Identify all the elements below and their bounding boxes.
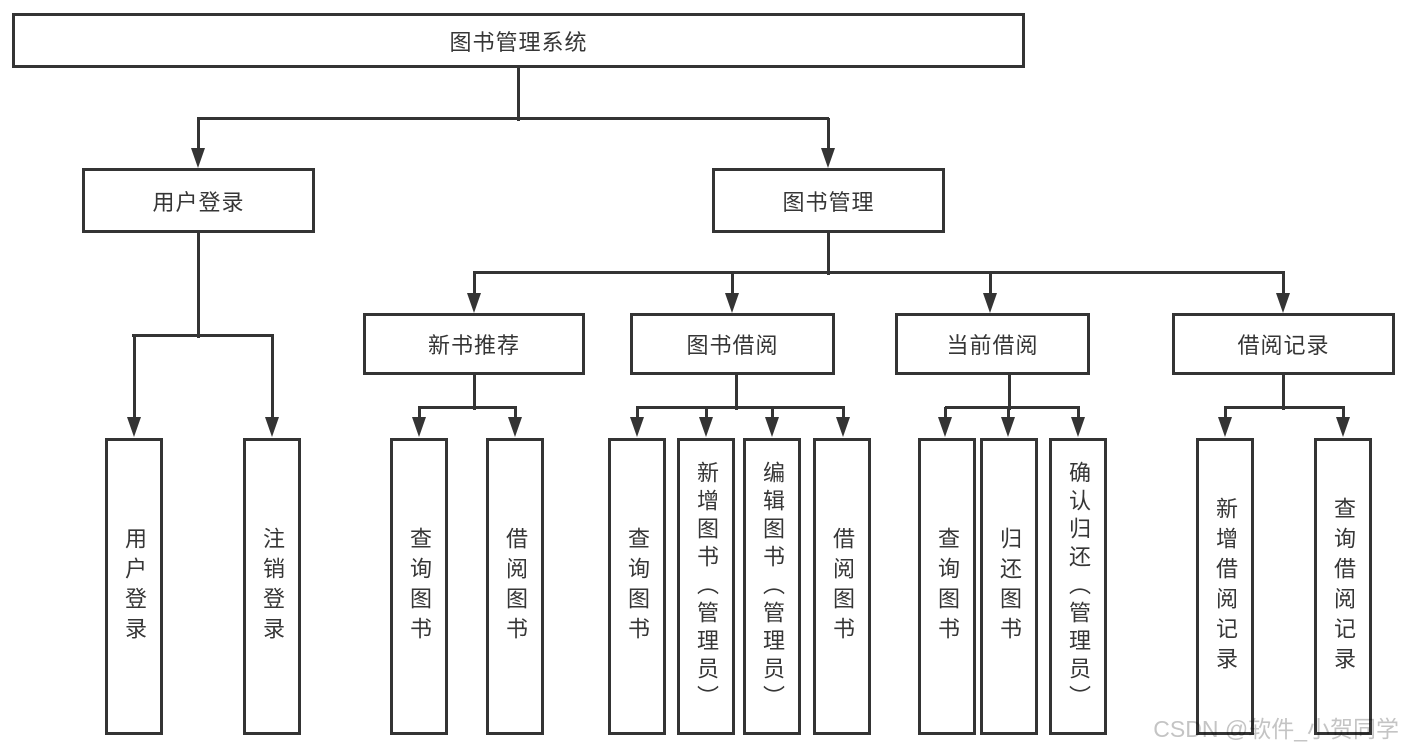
- node-label: 图书管理系统: [449, 29, 588, 55]
- arrow-down-icon: [1336, 417, 1350, 437]
- connector-hline: [636, 405, 845, 409]
- leaf-query-books-borrowing: 查询图书: [608, 438, 666, 735]
- connector-vline: [826, 118, 830, 150]
- node-book-borrowing: 图书借阅: [630, 313, 835, 375]
- connector-vline: [770, 407, 774, 419]
- node-user-login: 用户登录: [82, 168, 315, 233]
- node-label: 新增图书（管理员）: [694, 460, 719, 713]
- connector-vline: [472, 272, 476, 295]
- node-label: 借阅图书: [503, 526, 528, 647]
- connector-vline: [841, 407, 845, 419]
- connector-vline: [132, 335, 136, 419]
- arrow-down-icon: [1071, 417, 1085, 437]
- arrow-down-icon: [191, 148, 205, 168]
- watermark: CSDN @软件_小贺同学: [1153, 716, 1399, 742]
- connector-vline: [943, 407, 947, 419]
- arrow-down-icon: [983, 293, 997, 313]
- arrow-down-icon: [412, 417, 426, 437]
- connector-vline: [513, 407, 517, 419]
- node-label: 新增借阅记录: [1213, 496, 1238, 677]
- arrow-down-icon: [1276, 293, 1290, 313]
- node-label: 查询图书: [935, 526, 960, 647]
- connector-vline: [270, 335, 274, 419]
- node-label: 归还图书: [997, 526, 1022, 647]
- connector-vline: [516, 68, 520, 121]
- node-label: 查询图书: [407, 526, 432, 647]
- connector-vline: [1076, 407, 1080, 419]
- node-current-borrowing: 当前借阅: [895, 313, 1090, 375]
- node-label: 借阅图书: [830, 526, 855, 647]
- connector-vline: [988, 272, 992, 295]
- node-label: 注销登录: [260, 526, 285, 647]
- leaf-user-login: 用户登录: [105, 438, 163, 735]
- connector-vline: [417, 407, 421, 419]
- arrow-down-icon: [265, 417, 279, 437]
- connector-vline: [635, 407, 639, 419]
- connector-vline: [196, 118, 200, 150]
- connector-vline: [196, 233, 200, 338]
- arrow-down-icon: [508, 417, 522, 437]
- connector-vline: [1007, 375, 1011, 410]
- leaf-borrow-books-recommend: 借阅图书: [486, 438, 544, 735]
- node-label: 用户登录: [122, 526, 147, 647]
- connector-hline: [418, 405, 517, 409]
- node-label: 查询图书: [625, 526, 650, 647]
- arrow-down-icon: [630, 417, 644, 437]
- arrow-down-icon: [836, 417, 850, 437]
- connector-hline: [132, 333, 274, 337]
- node-new-book-recommendation: 新书推荐: [363, 313, 585, 375]
- arrow-down-icon: [127, 417, 141, 437]
- node-label: 图书借阅: [686, 333, 779, 358]
- leaf-borrow-books-borrowing: 借阅图书: [813, 438, 871, 735]
- connector-vline: [1223, 407, 1227, 419]
- node-borrowing-records: 借阅记录: [1172, 313, 1395, 375]
- leaf-return-book: 归还图书: [980, 438, 1038, 735]
- leaf-logout: 注销登录: [243, 438, 301, 735]
- connector-vline: [1341, 407, 1345, 419]
- connector-hline: [945, 405, 1080, 409]
- leaf-query-borrow-record: 查询借阅记录: [1314, 438, 1372, 735]
- arrow-down-icon: [1001, 417, 1015, 437]
- connector-vline: [1281, 272, 1285, 295]
- leaf-query-books-current: 查询图书: [918, 438, 976, 735]
- leaf-add-borrow-record: 新增借阅记录: [1196, 438, 1254, 735]
- arrow-down-icon: [699, 417, 713, 437]
- node-library-management-system: 图书管理系统: [12, 13, 1025, 68]
- leaf-add-book-admin: 新增图书（管理员）: [677, 438, 735, 735]
- connector-vline: [826, 233, 830, 275]
- connector-vline: [1006, 407, 1010, 419]
- node-label: 用户登录: [152, 189, 245, 215]
- node-label: 编辑图书（管理员）: [760, 460, 785, 713]
- node-label: 图书管理: [782, 189, 875, 215]
- connector-vline: [734, 375, 738, 410]
- leaf-confirm-return-admin: 确认归还（管理员）: [1049, 438, 1107, 735]
- arrow-down-icon: [938, 417, 952, 437]
- leaf-query-books-recommend: 查询图书: [390, 438, 448, 735]
- node-label: 借阅记录: [1237, 333, 1330, 358]
- connector-vline: [472, 375, 476, 410]
- node-book-management: 图书管理: [712, 168, 945, 233]
- arrow-down-icon: [821, 148, 835, 168]
- node-label: 查询借阅记录: [1331, 496, 1356, 677]
- arrow-down-icon: [725, 293, 739, 313]
- arrow-down-icon: [467, 293, 481, 313]
- arrow-down-icon: [1218, 417, 1232, 437]
- node-label: 确认归还（管理员）: [1066, 460, 1091, 713]
- connector-hline: [1224, 405, 1345, 409]
- connector-vline: [730, 272, 734, 295]
- node-label: 当前借阅: [946, 333, 1039, 358]
- connector-vline: [704, 407, 708, 419]
- connector-vline: [1281, 375, 1285, 410]
- leaf-edit-book-admin: 编辑图书（管理员）: [743, 438, 801, 735]
- node-label: 新书推荐: [427, 333, 520, 358]
- connector-hline: [473, 270, 1285, 274]
- arrow-down-icon: [765, 417, 779, 437]
- connector-hline: [197, 116, 829, 120]
